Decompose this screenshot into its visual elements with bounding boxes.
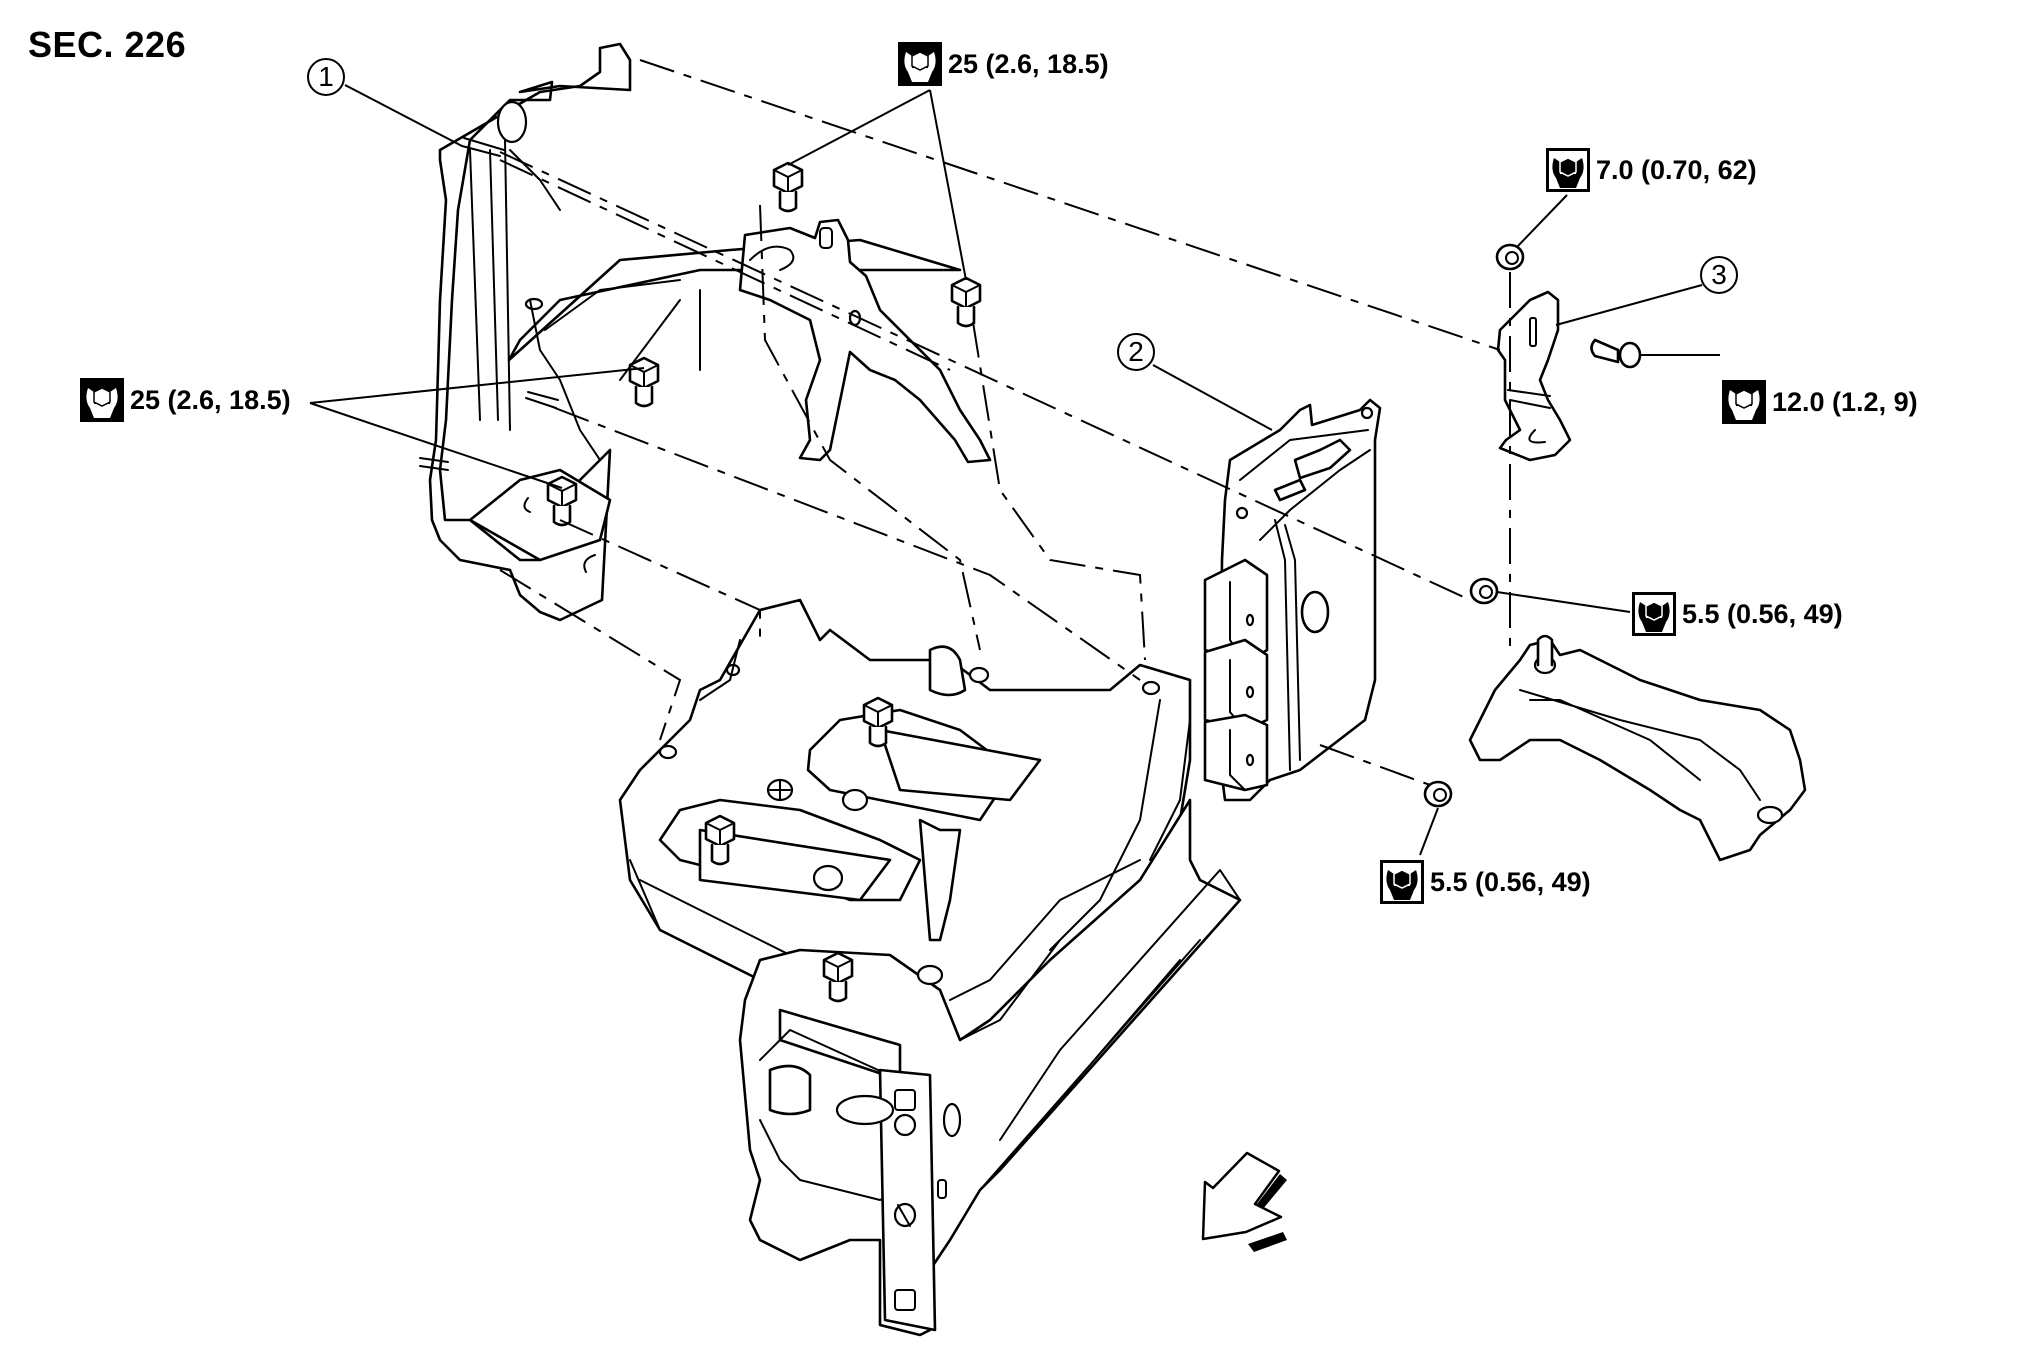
torque-value: 5.5 (0.56, 49) — [1430, 866, 1591, 897]
ecm-mounting-base — [618, 598, 1192, 1042]
bolt-12nm — [1590, 338, 1642, 369]
torque-spec-nut-lower: 5.5 (0.56, 49) — [1380, 860, 1591, 904]
torque-value: 25 (2.6, 18.5) — [948, 48, 1109, 79]
torque-spec-bolt-right: 12.0 (1.2, 9) — [1722, 380, 1918, 424]
front-side-member — [738, 798, 1242, 1337]
callout-3: 3 — [1700, 256, 1738, 294]
callout-number: 3 — [1711, 259, 1727, 290]
callout-number: 1 — [318, 61, 334, 92]
nut-torque-icon — [1632, 592, 1676, 636]
nut-7nm — [1495, 243, 1525, 271]
torque-spec-nut-top-right: 7.0 (0.70, 62) — [1546, 148, 1757, 192]
section-label: SEC. 226 — [28, 24, 187, 65]
nut-5-5nm-mid — [1469, 577, 1499, 605]
bolt-25nm-upper-a — [772, 161, 804, 213]
torque-value: 7.0 (0.70, 62) — [1596, 154, 1757, 185]
alignment-lines — [499, 59, 1511, 786]
torque-spec-bolt-left: 25 (2.6, 18.5) — [80, 378, 291, 422]
bolt-torque-icon — [1722, 380, 1766, 424]
leader-lines — [309, 84, 1720, 856]
lower-right-support — [1468, 634, 1807, 862]
ecm-part-2 — [1203, 398, 1382, 802]
callout-2: 2 — [1117, 333, 1155, 371]
nut-torque-icon — [1380, 860, 1424, 904]
ecm-connector-3 — [1203, 713, 1269, 792]
torque-value: 5.5 (0.56, 49) — [1682, 598, 1843, 629]
torque-value: 25 (2.6, 18.5) — [130, 384, 291, 415]
bracket-part-3 — [1496, 290, 1572, 462]
callout-1: 1 — [307, 58, 345, 96]
bolt-25nm-upper-b — [950, 276, 982, 328]
bolt-25nm-left-a — [628, 356, 660, 408]
bolt-torque-icon — [898, 42, 942, 86]
nut-torque-icon — [1546, 148, 1590, 192]
torque-value: 12.0 (1.2, 9) — [1772, 386, 1918, 417]
torque-spec-nut-mid-right: 5.5 (0.56, 49) — [1632, 592, 1843, 636]
bolt-torque-icon — [80, 378, 124, 422]
front-direction-arrow-icon — [1201, 1151, 1287, 1252]
torque-spec-bolt-top: 25 (2.6, 18.5) — [898, 42, 1109, 86]
callout-number: 2 — [1128, 336, 1144, 367]
